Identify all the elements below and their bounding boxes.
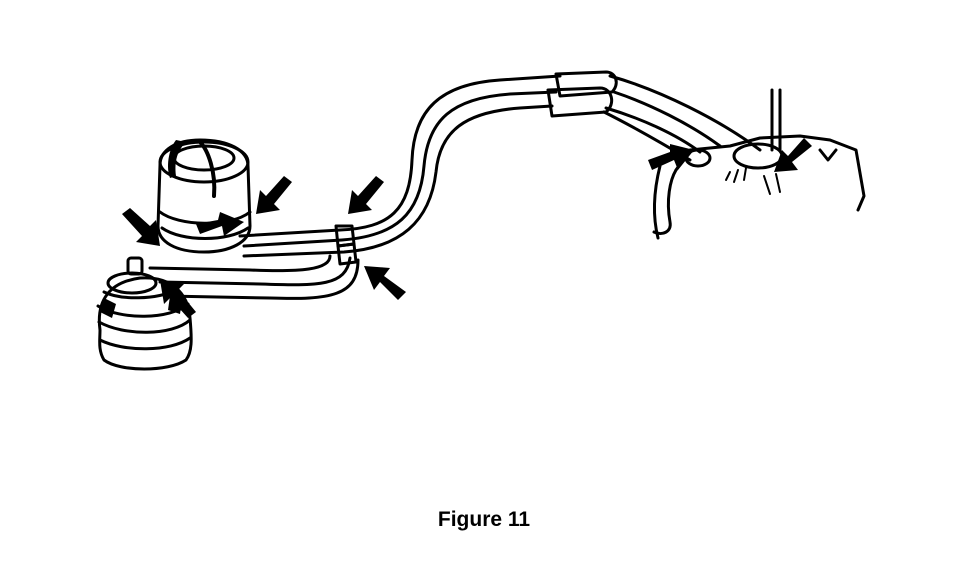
pointer-arrow-icon [364,266,406,300]
lower-canister [96,256,193,371]
figure-caption: Figure 11 [437,508,531,531]
pointer-arrow-icon [648,144,694,170]
pointer-arrow-icon [196,212,244,236]
hose-bundle [148,70,762,300]
pointer-arrow-icon [348,176,384,214]
pointer-arrow-icon [774,138,812,172]
upper-canister [156,138,252,254]
pointer-arrows [122,138,812,318]
pointer-arrow-icon [256,176,292,214]
pointer-arrow-icon [122,208,160,246]
pointer-arrow-icon [160,280,196,318]
right-component [652,88,866,240]
